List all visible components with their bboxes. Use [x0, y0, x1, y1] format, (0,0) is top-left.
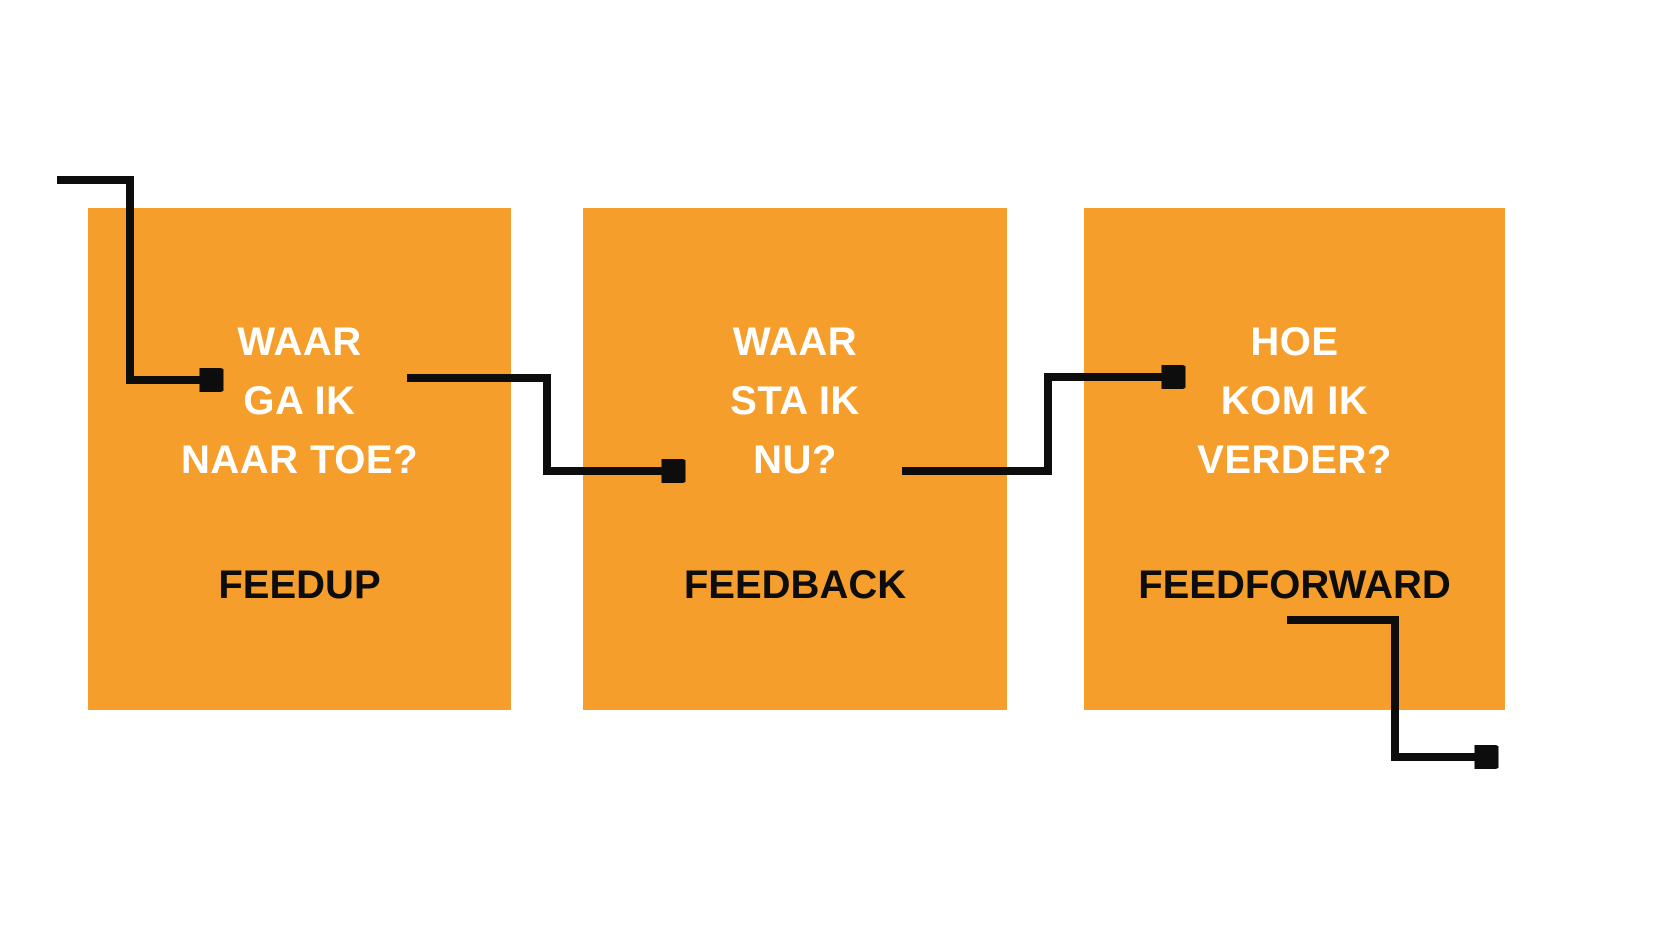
question-line: HOE	[1250, 320, 1339, 364]
question-line: NU?	[753, 438, 837, 482]
feedup-box: WAAR GA IK NAAR TOE? FEEDUP	[88, 208, 511, 710]
feedback-question: WAAR STA IK NU?	[583, 313, 1007, 490]
feedback-box: WAAR STA IK NU? FEEDBACK	[583, 208, 1007, 710]
feedup-question: WAAR GA IK NAAR TOE?	[88, 313, 511, 490]
question-line: NAAR TOE?	[180, 438, 419, 482]
question-line: GA IK	[243, 379, 356, 423]
question-line: KOM IK	[1220, 379, 1369, 423]
question-line: VERDER?	[1197, 438, 1392, 482]
feedup-label: FEEDUP	[218, 563, 381, 607]
feedforward-label: FEEDFORWARD	[1138, 563, 1451, 607]
question-line: WAAR	[732, 320, 858, 364]
question-line: STA IK	[730, 379, 860, 423]
feedforward-question: HOE KOM IK VERDER?	[1084, 313, 1505, 490]
question-line: WAAR	[237, 320, 362, 364]
feedforward-box: HOE KOM IK VERDER? FEEDFORWARD	[1084, 208, 1505, 710]
feedback-label: FEEDBACK	[683, 563, 907, 607]
